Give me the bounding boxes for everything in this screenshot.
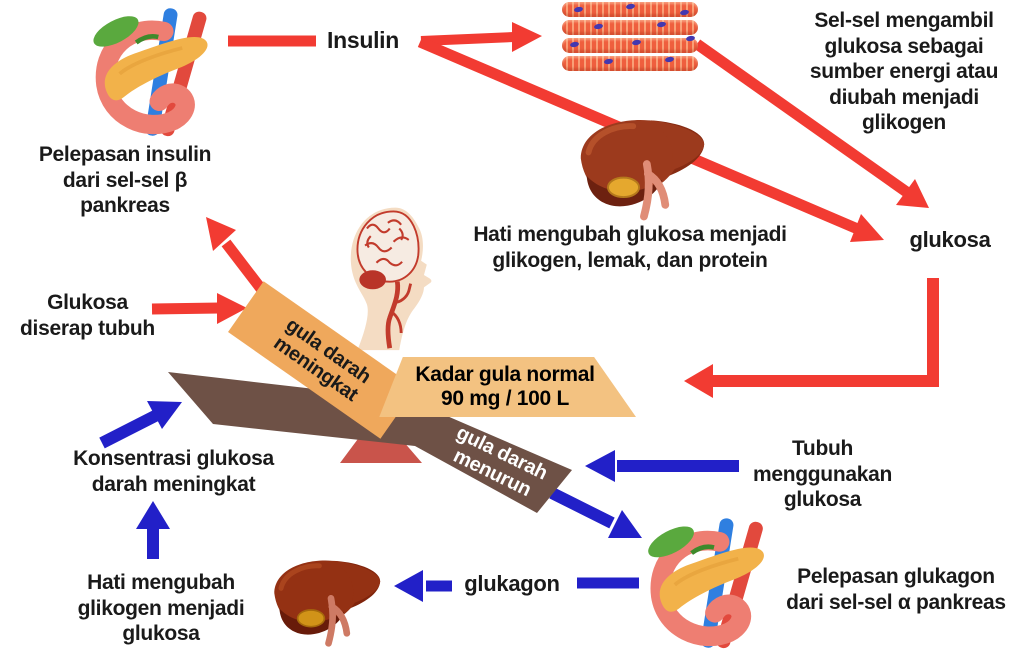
pancreas-icon (93, 8, 208, 137)
brain-head-icon (350, 207, 432, 351)
arrow-glucagon-to-liver (394, 570, 452, 602)
arrow-glucose-to-normal-level (684, 278, 939, 398)
liver-converts-glucose-label: Hati mengubah glukosa menjadi glikogen, … (473, 223, 787, 272)
glucagon-release-label: Pelepasan glukagon dari sel-sel α pankre… (786, 565, 1006, 614)
arrow-muscle-to-glucose (693, 39, 929, 208)
banner-normal-sugar-level-label: Kadar gula normal 90 mg / 100 L (415, 363, 595, 410)
seesaw-plank (168, 372, 572, 513)
glucose-label: glukosa (909, 227, 991, 252)
banner-normal-sugar-level: Kadar gula normal 90 mg / 100 L (379, 357, 636, 417)
arrow-ribbon-to-pancreas (549, 487, 642, 538)
cells-take-glucose-label: Sel-sel mengambil glukosa sebagai sumber… (809, 9, 999, 135)
glucose-absorbed-label: Glukosa diserap tubuh (20, 291, 155, 340)
arrow-concentration-to-plank (99, 401, 182, 449)
arrow-liver-to-concentration (136, 501, 170, 559)
insulin-release-label: Pelepasan insulin dari sel-sel β pankrea… (38, 143, 212, 218)
liver-icon (580, 119, 705, 221)
body-uses-glucose-label: Tubuh menggunakan glukosa (752, 437, 893, 512)
muscle-tissue-icon (562, 2, 698, 74)
liver-icon (274, 560, 381, 647)
glucagon-label: glukagon (464, 571, 560, 596)
arrow-ribbon-to-insulin-release (206, 217, 267, 294)
insulin-label: Insulin (326, 27, 399, 53)
pancreas-icon (648, 518, 764, 649)
arrow-glucose-absorbed-to-ribbon (151, 293, 247, 324)
arrow-insulin-to-muscle (420, 22, 542, 52)
glucose-concentration-label: Konsentrasi glukosa darah meningkat (73, 447, 274, 496)
arrow-body-uses-to-ribbon (585, 450, 739, 482)
liver-converts-glycogen-label: Hati mengubah glikogen menjadi glukosa (77, 571, 245, 646)
